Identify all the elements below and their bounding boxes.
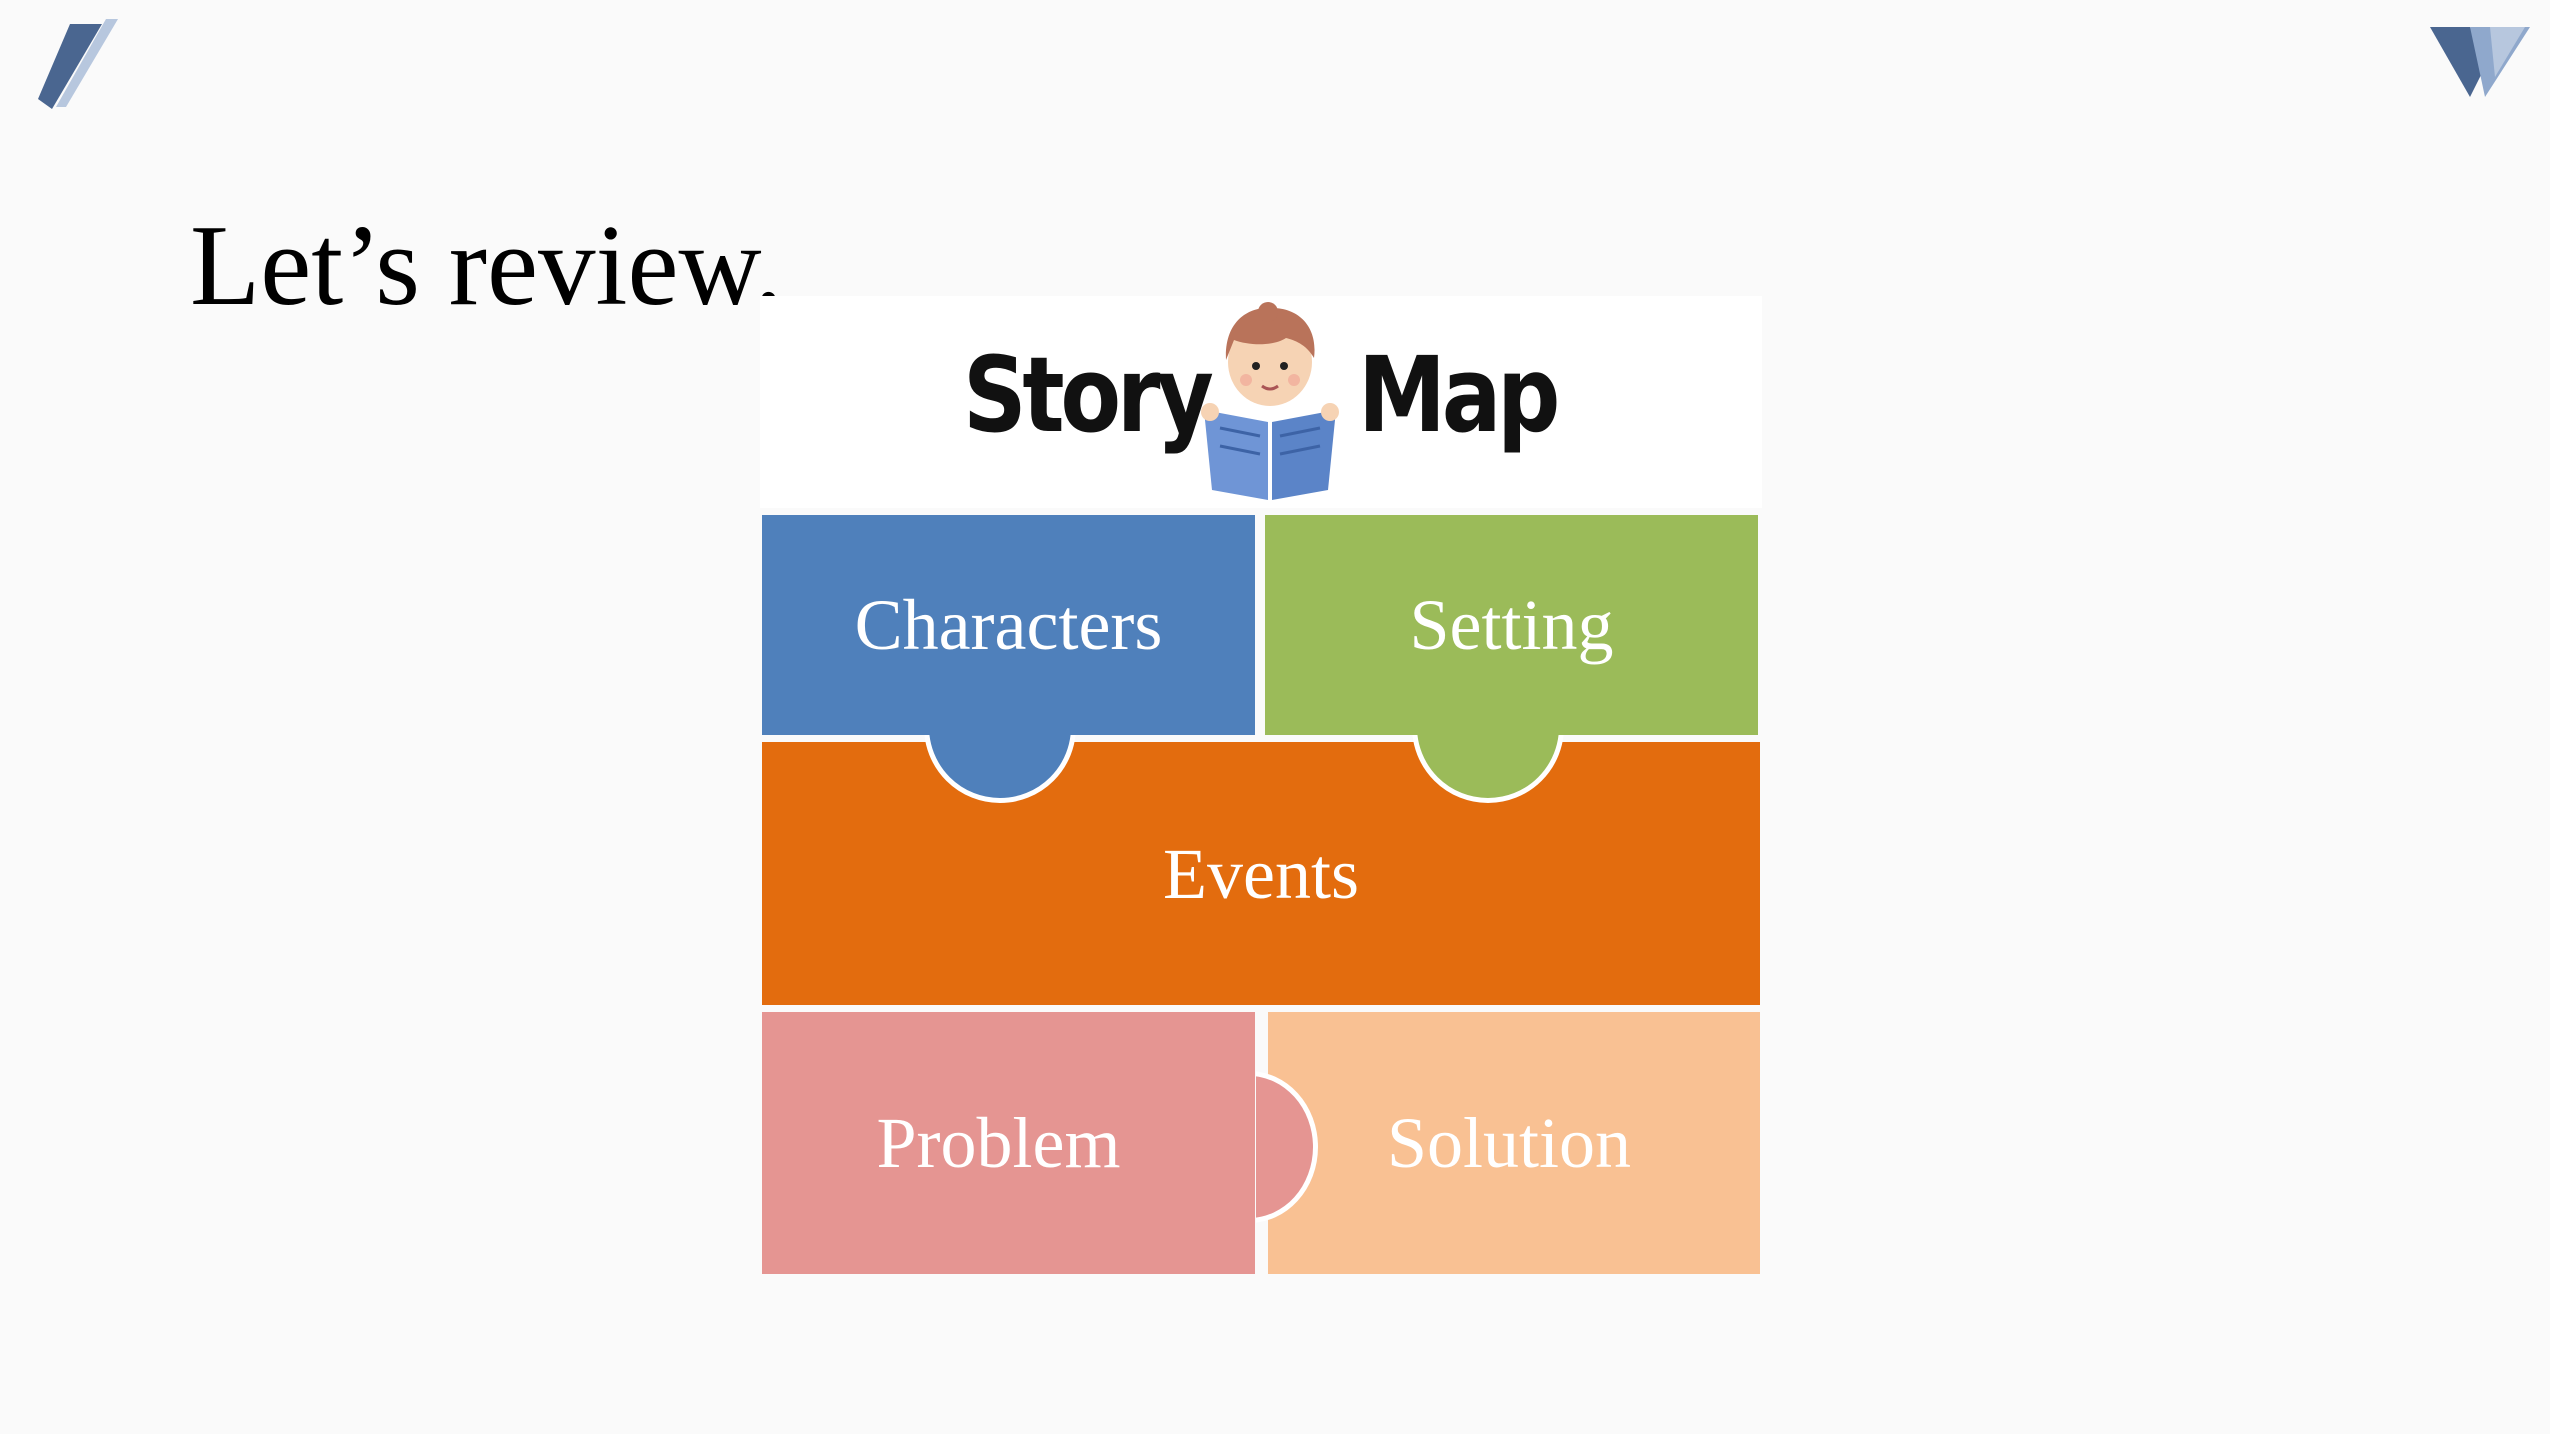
events-piece: Events [762,742,1760,1005]
problem-piece: Problem [762,1012,1255,1274]
setting-label: Setting [1409,585,1614,665]
characters-label: Characters [854,585,1163,665]
solution-piece: Solution [1268,1012,1760,1274]
story-map-header: Story Map [760,296,1762,508]
chevron-logo-icon [2430,27,2530,97]
header-word-story: Story [963,334,1214,456]
solution-label: Solution [1386,1103,1632,1183]
setting-piece: Setting [1265,515,1758,735]
diagonal-stripes-icon [38,19,118,109]
problem-label: Problem [876,1103,1121,1183]
characters-piece: Characters [762,515,1255,735]
events-label: Events [1163,833,1359,914]
reading-boy-illustration [1201,302,1339,500]
story-map-graphic: Story Map Characters S [760,296,1762,1280]
header-word-map: Map [1358,334,1560,456]
slide-title: Let’s review. [190,202,783,329]
